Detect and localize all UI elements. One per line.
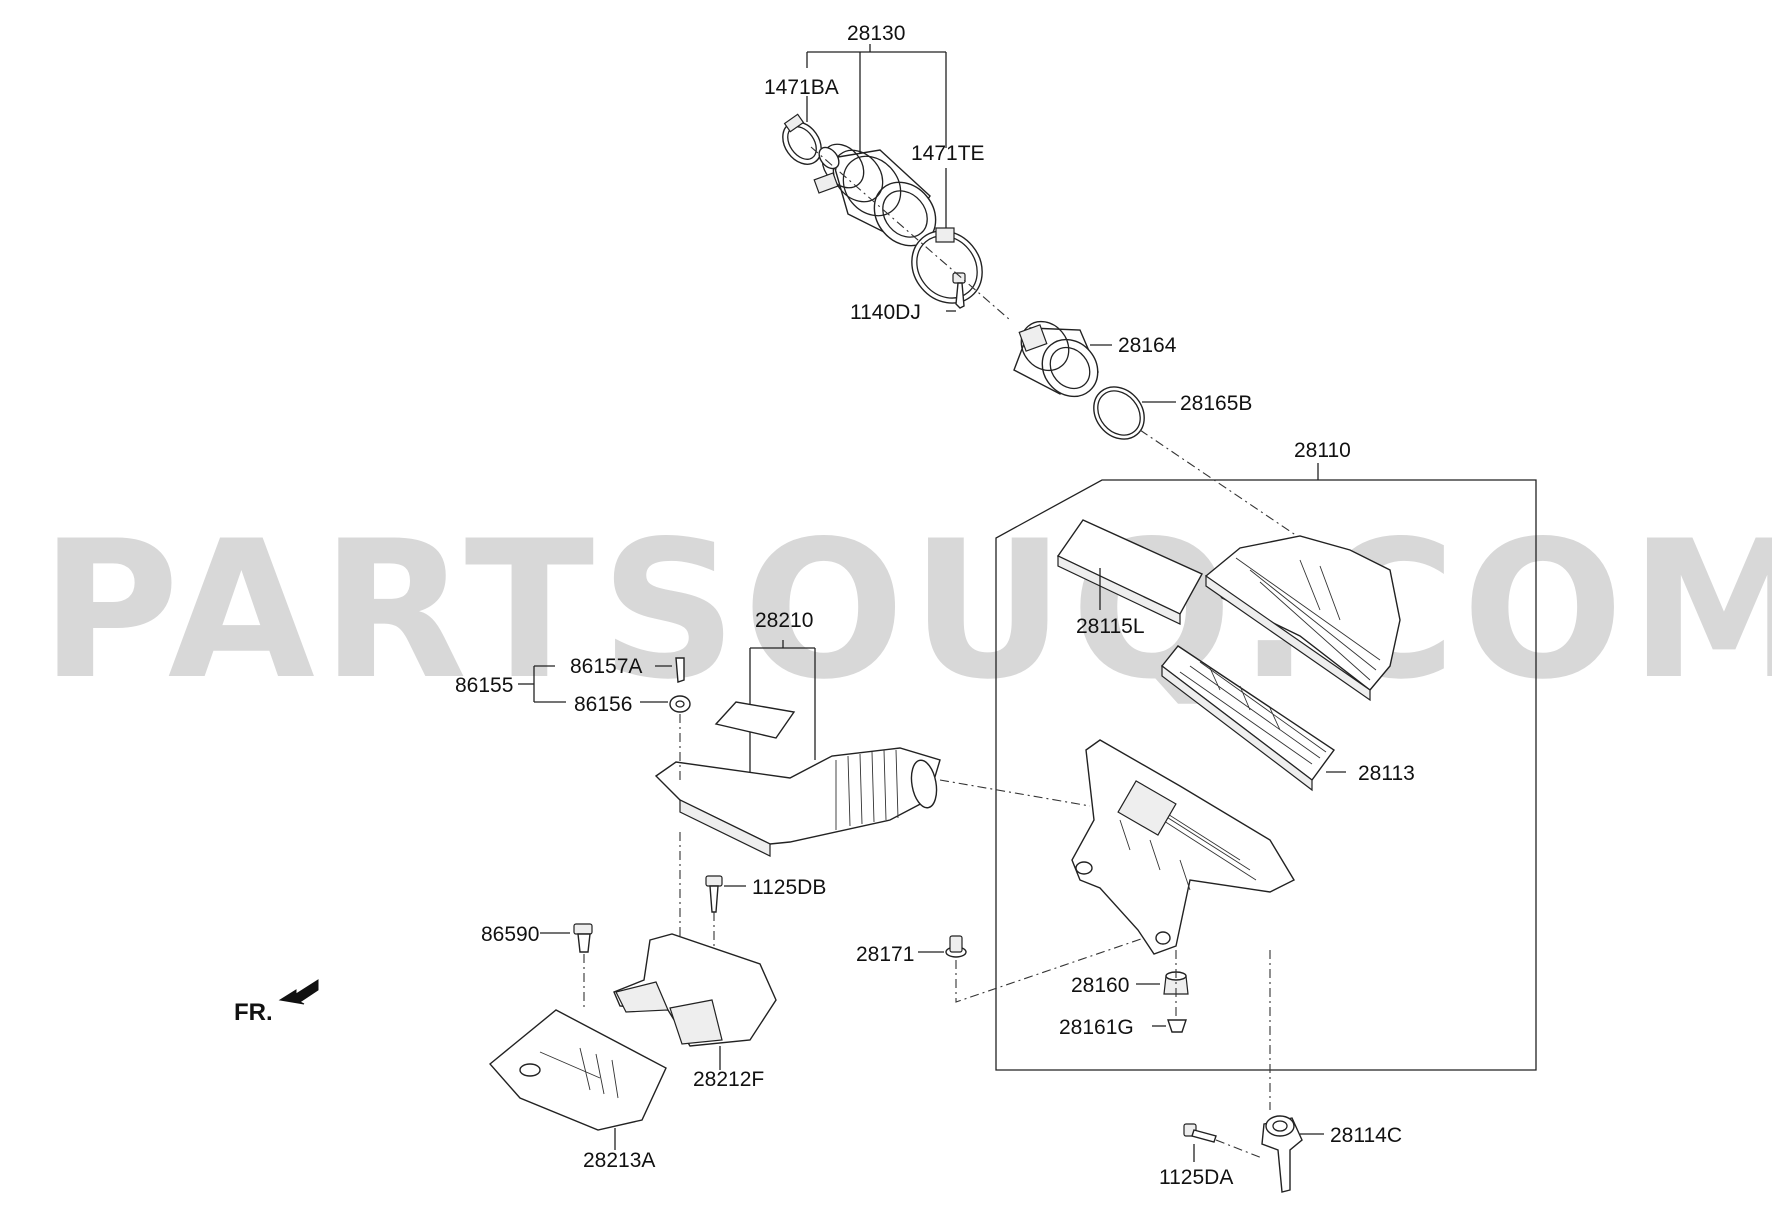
watermark-text: PARTSOUQ.COM bbox=[40, 500, 1772, 721]
hose-clamp-1471BA bbox=[782, 113, 822, 165]
label-28160: 28160 bbox=[1071, 974, 1129, 997]
label-86590: 86590 bbox=[481, 923, 539, 946]
air-duct-28210 bbox=[654, 747, 941, 857]
label-28113: 28113 bbox=[1358, 762, 1415, 785]
label-28161G: 28161G bbox=[1059, 1016, 1134, 1039]
label-1125DA: 1125DA bbox=[1159, 1166, 1233, 1189]
bracket-28130 bbox=[806, 44, 947, 232]
air-guide-28212F bbox=[613, 933, 777, 1070]
airflow-sensor-28164 bbox=[1013, 320, 1112, 398]
insulator-28160 bbox=[1136, 971, 1189, 995]
undercover-28213A bbox=[488, 1009, 667, 1150]
centerline-upper bbox=[810, 146, 1301, 539]
o-ring-28165B bbox=[1093, 386, 1176, 440]
intake-hose-28130 bbox=[813, 143, 937, 247]
label-1125DB: 1125DB bbox=[752, 876, 826, 899]
bolt-1125DB bbox=[705, 875, 746, 913]
label-28115L: 28115L bbox=[1076, 615, 1145, 638]
assembly-box-28110 bbox=[995, 479, 1537, 1071]
centerline-duct-to-body bbox=[939, 779, 1091, 807]
label-28171: 28171 bbox=[856, 943, 914, 966]
label-86156: 86156 bbox=[574, 693, 632, 716]
filter-cover-28115L bbox=[1056, 519, 1203, 625]
label-28114C: 28114C bbox=[1330, 1124, 1402, 1147]
bolt-1125DA bbox=[1183, 1123, 1217, 1162]
label-86157A: 86157A bbox=[570, 655, 642, 678]
grommet-86156 bbox=[669, 695, 691, 713]
label-86155: 86155 bbox=[455, 674, 513, 697]
bracket-28114C bbox=[1261, 1115, 1324, 1193]
bolt-1140DJ bbox=[946, 272, 966, 312]
label-28165B: 28165B bbox=[1180, 392, 1252, 415]
bracket-86155 bbox=[518, 665, 672, 703]
centerline-1125DA bbox=[1215, 1139, 1263, 1159]
label-1140DJ: 1140DJ bbox=[850, 301, 921, 324]
centerline-28171 bbox=[955, 937, 1145, 1003]
label-28110: 28110 bbox=[1294, 439, 1351, 462]
hose-clamp-1471TE bbox=[911, 227, 983, 304]
front-direction-label: FR. bbox=[234, 999, 273, 1026]
label-1471TE: 1471TE bbox=[911, 142, 985, 165]
label-28164: 28164 bbox=[1118, 334, 1177, 357]
label-sticker bbox=[714, 701, 796, 739]
cleaner-upper-cover bbox=[1205, 535, 1401, 702]
label-1471BA: 1471BA bbox=[764, 76, 839, 99]
bolt-86590 bbox=[540, 923, 593, 953]
label-28212F: 28212F bbox=[693, 1068, 764, 1091]
cleaner-lower-body bbox=[1071, 739, 1295, 955]
clip-86157A bbox=[675, 657, 685, 683]
label-28210: 28210 bbox=[755, 609, 813, 632]
bolt-28171 bbox=[918, 935, 967, 958]
label-28130: 28130 bbox=[847, 22, 905, 45]
front-direction-arrow-icon bbox=[278, 979, 319, 1005]
filter-element-28113 bbox=[1161, 645, 1346, 792]
bushing-28161G bbox=[1152, 1019, 1187, 1033]
label-28213A: 28213A bbox=[583, 1149, 655, 1172]
